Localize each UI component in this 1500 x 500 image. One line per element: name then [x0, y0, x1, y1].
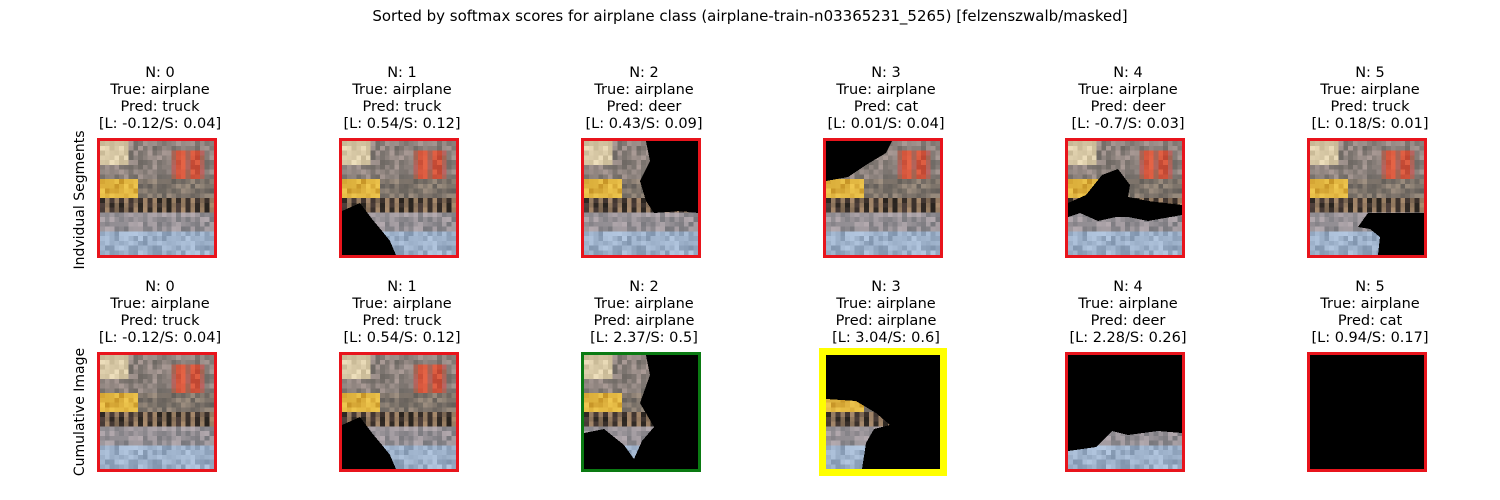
panel-n-label: N: 2: [629, 65, 659, 81]
score-label: [L: 2.28/S: 0.26]: [1069, 330, 1187, 346]
score-label: [L: 0.18/S: 0.01]: [1311, 116, 1429, 132]
panel-n-label: N: 3: [871, 65, 901, 81]
segment-thumbnail: [1065, 138, 1185, 258]
segment-thumbnail: [97, 138, 217, 258]
panel-n-label: N: 5: [1355, 65, 1385, 81]
panel-n-label: N: 4: [1113, 279, 1143, 295]
figure-title: Sorted by softmax scores for airplane cl…: [372, 7, 1128, 25]
score-label: [L: 0.54/S: 0.12]: [343, 116, 461, 132]
pred-label: Pred: truck: [120, 99, 200, 115]
true-label: True: airplane: [352, 296, 452, 312]
score-label: [L: -0.12/S: 0.04]: [98, 116, 222, 132]
true-label: True: airplane: [1320, 82, 1420, 98]
score-label: [L: 0.94/S: 0.17]: [1311, 330, 1429, 346]
panel-n-label: N: 1: [387, 279, 417, 295]
pred-label: Pred: cat: [853, 99, 919, 115]
true-label: True: airplane: [1078, 296, 1178, 312]
pred-label: Pred: cat: [1337, 313, 1403, 329]
segment-thumbnail: [339, 138, 459, 258]
pred-label: Pred: airplane: [835, 313, 937, 329]
pred-label: Pred: deer: [1090, 313, 1166, 329]
true-label: True: airplane: [352, 82, 452, 98]
segment-thumbnail: [581, 352, 701, 472]
segment-thumbnail: [1065, 352, 1185, 472]
panel-n-label: N: 2: [629, 279, 659, 295]
segment-thumbnail: [1307, 138, 1427, 258]
score-label: [L: -0.12/S: 0.04]: [98, 330, 222, 346]
score-label: [L: 0.43/S: 0.09]: [585, 116, 703, 132]
true-label: True: airplane: [110, 82, 210, 98]
panel-n-label: N: 3: [871, 279, 901, 295]
true-label: True: airplane: [110, 296, 210, 312]
panel-n-label: N: 5: [1355, 279, 1385, 295]
row-label-cumulative: Cumulative Image: [72, 347, 88, 477]
panel-n-label: N: 0: [145, 65, 175, 81]
segment-thumbnail: [339, 352, 459, 472]
panel-n-label: N: 1: [387, 65, 417, 81]
true-label: True: airplane: [1320, 296, 1420, 312]
true-label: True: airplane: [836, 296, 936, 312]
pred-label: Pred: deer: [606, 99, 682, 115]
pred-label: Pred: deer: [1090, 99, 1166, 115]
score-label: [L: 2.37/S: 0.5]: [590, 330, 698, 346]
segment-thumbnail: [819, 348, 947, 476]
pred-label: Pred: truck: [1330, 99, 1410, 115]
true-label: True: airplane: [594, 296, 694, 312]
score-label: [L: 3.04/S: 0.6]: [832, 330, 940, 346]
panel-n-label: N: 0: [145, 279, 175, 295]
segment-thumbnail: [823, 138, 943, 258]
segment-thumbnail: [1307, 352, 1427, 472]
true-label: True: airplane: [594, 82, 694, 98]
segment-thumbnail: [581, 138, 701, 258]
true-label: True: airplane: [836, 82, 936, 98]
segment-thumbnail: [97, 352, 217, 472]
pred-label: Pred: airplane: [593, 313, 695, 329]
score-label: [L: 0.54/S: 0.12]: [343, 330, 461, 346]
pred-label: Pred: truck: [362, 99, 442, 115]
true-label: True: airplane: [1078, 82, 1178, 98]
score-label: [L: 0.01/S: 0.04]: [827, 116, 945, 132]
row-label-individual: Indvidual Segments: [72, 130, 88, 270]
panel-n-label: N: 4: [1113, 65, 1143, 81]
pred-label: Pred: truck: [362, 313, 442, 329]
score-label: [L: -0.7/S: 0.03]: [1071, 116, 1185, 132]
pred-label: Pred: truck: [120, 313, 200, 329]
